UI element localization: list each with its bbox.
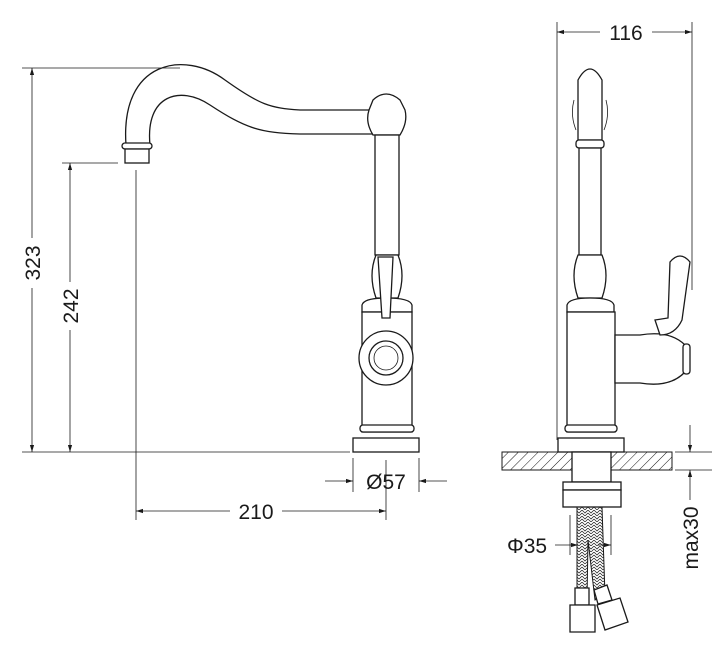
dim-spout-height: 242 — [60, 288, 83, 323]
side-valve — [614, 333, 686, 385]
column — [374, 134, 400, 256]
handle-lever — [377, 256, 394, 319]
spout — [125, 63, 373, 146]
mounting-nut — [562, 489, 622, 508]
side-column-top — [577, 68, 603, 141]
dim-side-width: 116 — [609, 22, 642, 45]
hose-fitting-left — [569, 604, 596, 633]
spout-ring — [121, 142, 153, 150]
dim-spout-reach: 210 — [238, 501, 273, 524]
front-view — [121, 63, 420, 453]
column-cap — [367, 93, 407, 136]
dim-base-diameter: Ø57 — [366, 471, 406, 494]
side-view — [501, 68, 691, 633]
nut-washer — [562, 481, 622, 491]
side-handle — [654, 255, 691, 336]
spout-outlet — [124, 148, 150, 164]
base-plate — [352, 437, 420, 453]
side-dimensions: 116 max30 Φ35 — [507, 20, 712, 570]
shank — [571, 451, 612, 483]
hoses — [576, 506, 606, 601]
body-ring — [359, 424, 415, 433]
front-dimensions: 323 242 210 Ø57 — [18, 67, 447, 524]
hose-fitting-right — [596, 597, 629, 631]
dim-max-thickness: max30 — [680, 506, 703, 569]
dim-total-height: 323 — [22, 245, 45, 280]
dim-hose-diameter: Φ35 — [507, 535, 547, 558]
